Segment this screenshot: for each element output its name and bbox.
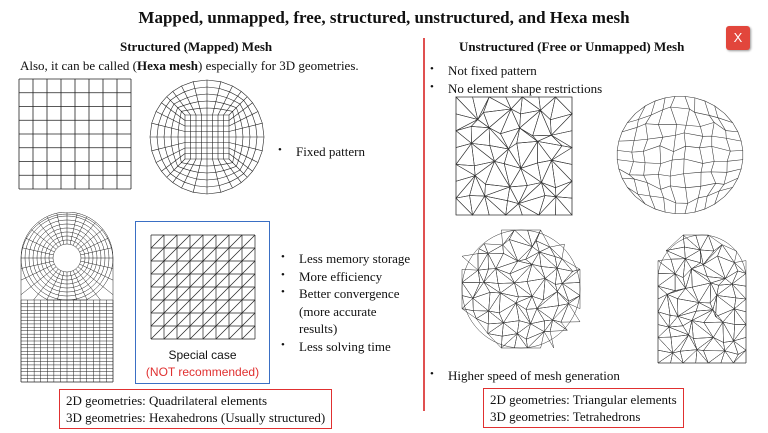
bullet-solving-time: •Less solving time <box>281 338 391 354</box>
unstructured-quad-circle-mesh <box>614 92 746 218</box>
bullet-higher-speed: •Higher speed of mesh generation <box>430 368 620 383</box>
close-button[interactable]: X <box>726 26 750 50</box>
bullet-not-fixed: •Not fixed pattern <box>430 63 537 78</box>
not-recommended-note: (NOT recommended) <box>136 365 269 379</box>
unstructured-bullets-bottom: •Higher speed of mesh generation <box>430 367 620 385</box>
structured-bullets-mid: •Less memory storage •More efficiency •B… <box>281 250 421 355</box>
paren-close: ) <box>255 365 260 379</box>
close-icon: X <box>733 30 743 45</box>
structured-bullets-top: •Fixed pattern <box>278 143 365 161</box>
unstructured-tri-circle-mesh <box>460 228 582 350</box>
bullet-memory: •Less memory storage <box>281 251 411 266</box>
special-case-label: Special case <box>168 348 237 362</box>
structured-circle-mesh <box>148 78 266 196</box>
unstructured-heading: Unstructured (Free or Unmapped) Mesh <box>459 39 685 54</box>
hexa-mesh-term: Hexa mesh <box>136 58 198 73</box>
structured-square-mesh <box>18 78 132 190</box>
unstructured-bullets-top: •Not fixed pattern •No element shape res… <box>430 62 602 97</box>
hexa-intro-suffix: ) especially for 3D geometries. <box>198 58 359 73</box>
unstructured-3d-line: 3D geometries: Tetrahedrons <box>490 409 641 424</box>
special-case-box: Special case (NOT recommended) <box>135 221 270 384</box>
structured-heading: Structured (Mapped) Mesh <box>120 39 273 54</box>
hexa-intro-prefix: Also, it can be called ( <box>20 58 137 73</box>
structured-3d-line: 3D geometries: Hexahedrons (Usually stru… <box>66 410 326 425</box>
bullet-fixed-pattern: •Fixed pattern <box>278 144 365 159</box>
hexa-intro: Also, it can be called (Hexa mesh) espec… <box>20 58 359 74</box>
bullet-efficiency: •More efficiency <box>281 268 383 284</box>
bullet-convergence: •Better convergence (more accurate resul… <box>281 286 400 336</box>
unstructured-square-mesh <box>455 96 573 216</box>
paren-open: ( <box>145 365 150 379</box>
structured-arch-mesh <box>20 212 116 384</box>
unstructured-elements-box: 2D geometries: Triangular elements 3D ge… <box>483 388 684 428</box>
structured-elements-box: 2D geometries: Quadrilateral elements 3D… <box>59 389 333 429</box>
triangulated-grid <box>150 234 256 340</box>
column-divider <box>423 38 425 411</box>
slide-title: Mapped, unmapped, free, structured, unst… <box>138 8 630 27</box>
not-recommended-text: NOT recommended <box>149 365 256 379</box>
bullet-no-restrictions: •No element shape restrictions <box>430 80 603 96</box>
unstructured-2d-line: 2D geometries: Triangular elements <box>490 392 677 407</box>
structured-2d-line: 2D geometries: Quadrilateral elements <box>66 393 268 408</box>
unstructured-arch-mesh <box>656 233 748 365</box>
